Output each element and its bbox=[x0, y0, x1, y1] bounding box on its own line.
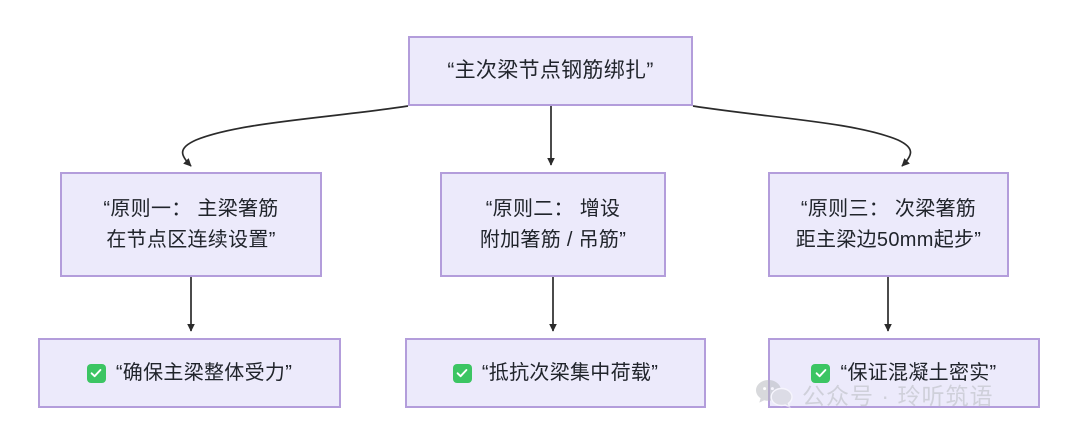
check-icon bbox=[452, 363, 472, 383]
node-result-3-label: “保证混凝土密实” bbox=[840, 361, 997, 384]
node-principle-1[interactable]: “原则一： 主梁箸筋 在节点区连续设置” bbox=[60, 172, 322, 277]
node-result-3-content: “保证混凝土密实” bbox=[811, 358, 996, 389]
check-icon bbox=[86, 363, 106, 383]
node-result-1-content: “确保主梁整体受力” bbox=[86, 358, 293, 389]
node-result-2-label: “抵抗次梁集中荷载” bbox=[481, 361, 659, 384]
node-result-3[interactable]: “保证混凝土密实” bbox=[768, 338, 1040, 408]
node-principle-3[interactable]: “原则三： 次梁箸筋 距主梁边50mm起步” bbox=[768, 172, 1009, 277]
check-icon bbox=[811, 363, 831, 383]
node-root-label: “主次梁节点钢筋绑扎” bbox=[447, 58, 654, 82]
node-result-2[interactable]: “抵抗次梁集中荷载” bbox=[405, 338, 706, 408]
node-principle-2-label: “原则二： 增设 附加箸筋 / 吊筋” bbox=[479, 197, 627, 251]
node-root[interactable]: “主次梁节点钢筋绑扎” bbox=[408, 36, 693, 106]
node-result-1-label: “确保主梁整体受力” bbox=[115, 361, 293, 384]
node-result-2-content: “抵抗次梁集中荷载” bbox=[452, 358, 659, 389]
node-result-1[interactable]: “确保主梁整体受力” bbox=[38, 338, 341, 408]
connector-root-to-principle-3 bbox=[692, 105, 912, 167]
node-principle-3-label: “原则三： 次梁箸筋 距主梁边50mm起步” bbox=[795, 197, 982, 251]
node-principle-1-label: “原则一： 主梁箸筋 在节点区连续设置” bbox=[103, 197, 279, 251]
node-principle-2[interactable]: “原则二： 增设 附加箸筋 / 吊筋” bbox=[440, 172, 666, 277]
connector-root-to-principle-1 bbox=[181, 105, 409, 167]
